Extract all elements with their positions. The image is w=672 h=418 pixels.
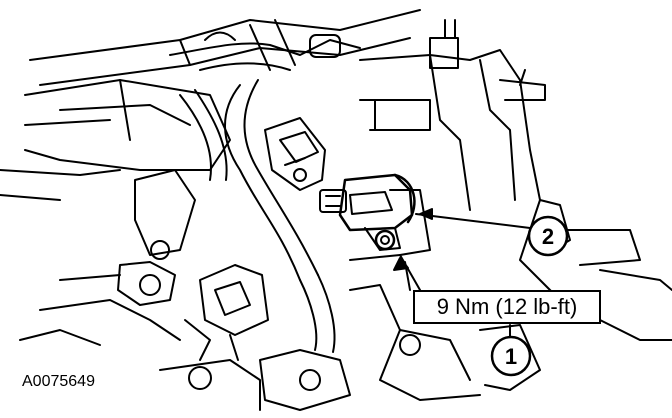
torque-spec-label: 9 Nm (12 lb-ft)	[413, 290, 601, 324]
lower-connector	[184, 264, 269, 361]
lower-left-components	[19, 169, 261, 411]
lower-engine-body	[259, 254, 541, 411]
engine-block	[359, 19, 672, 341]
callout-number-1: 1	[505, 344, 517, 369]
upper-connector	[264, 117, 326, 191]
figure-id: A0075649	[22, 373, 95, 390]
callout-leaders	[393, 208, 531, 346]
wiring-harness	[179, 79, 336, 353]
upper-harness	[29, 9, 421, 86]
arrowhead-torque	[393, 257, 409, 271]
leader-line-2	[415, 213, 531, 229]
arrowhead-2	[419, 208, 433, 220]
left-housing	[0, 79, 231, 201]
position-sensor	[319, 173, 416, 251]
callout-number-2: 2	[542, 224, 554, 249]
callout-1: 1	[490, 335, 532, 377]
callout-2: 2	[527, 215, 569, 257]
